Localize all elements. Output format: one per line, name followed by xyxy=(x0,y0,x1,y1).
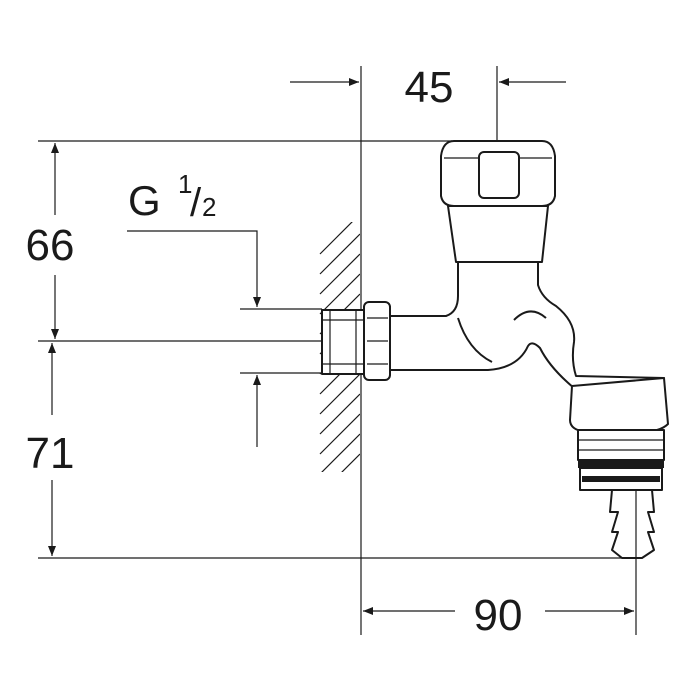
thread-designation: G 1 / 2 xyxy=(127,169,261,447)
thread-denominator: 2 xyxy=(202,192,216,222)
dimension-71: 71 xyxy=(26,343,75,556)
dimension-66: 66 xyxy=(26,143,75,339)
dimension-66-label: 66 xyxy=(26,221,75,270)
dimension-71-label: 71 xyxy=(26,429,75,478)
dimension-45: 45 xyxy=(290,63,566,112)
coupling-lower-ring xyxy=(582,476,660,482)
dimension-45-label: 45 xyxy=(405,63,454,112)
valve-bonnet xyxy=(447,205,549,263)
tap-body xyxy=(321,140,669,559)
coupling-groove-ring xyxy=(578,460,664,468)
thread-letter: G xyxy=(128,177,161,224)
thread-slash: / xyxy=(190,181,202,225)
dimension-90-label: 90 xyxy=(474,591,523,640)
spout-body xyxy=(389,261,665,389)
hose-nozzle xyxy=(609,489,655,559)
thread-connector xyxy=(321,309,365,375)
dimension-90: 90 xyxy=(363,591,634,640)
coupling-ring xyxy=(577,429,665,461)
valve-square-icon xyxy=(478,151,520,199)
hose-coupling xyxy=(569,377,669,433)
thread-numerator: 1 xyxy=(178,169,192,199)
